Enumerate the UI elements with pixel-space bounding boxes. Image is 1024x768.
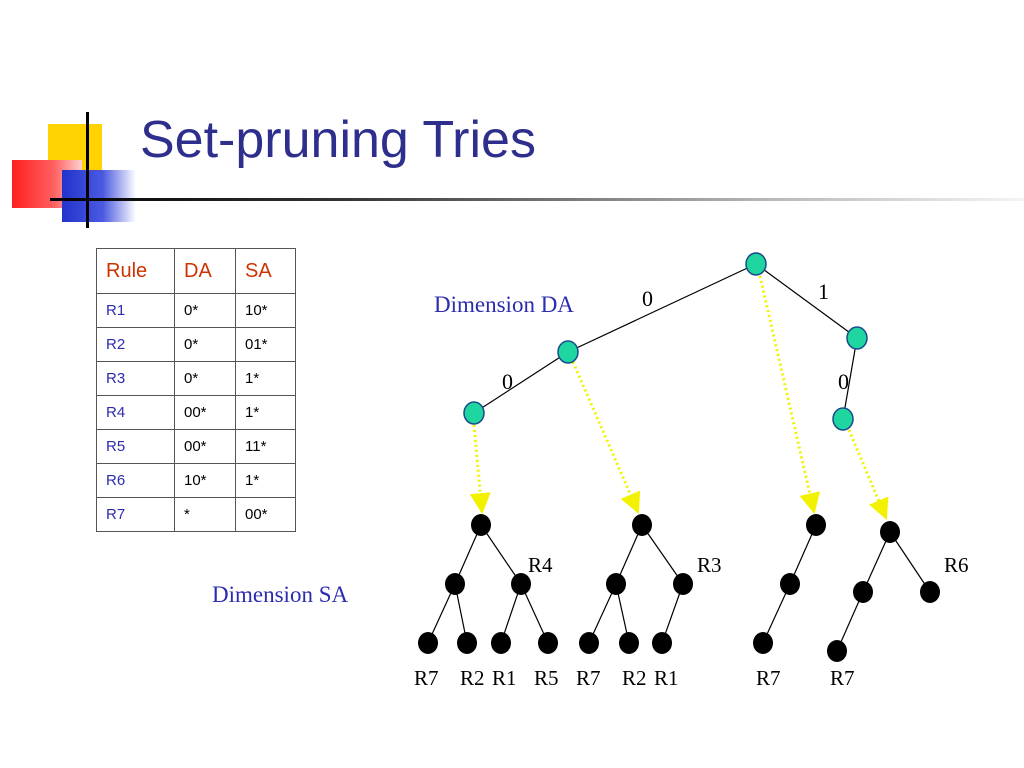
sa-node <box>920 581 940 603</box>
sa-node <box>652 632 672 654</box>
da-cell: * <box>174 497 236 532</box>
table-row: R1 0* 10* <box>96 293 296 328</box>
sa-cell: 1* <box>235 463 296 498</box>
sa-node <box>880 521 900 543</box>
header-da: DA <box>174 248 236 294</box>
pointer-arrow <box>847 429 889 520</box>
rule-label: R6 <box>944 553 969 577</box>
rule-table: Rule DA SA R1 0* 10* R2 0* 01* R3 0* 1* … <box>96 248 296 532</box>
rule-cell: R7 <box>96 497 175 532</box>
rule-label: R2 <box>622 666 647 690</box>
da-node <box>832 407 854 431</box>
table-row: R3 0* 1* <box>96 361 296 396</box>
da-trie-edges <box>473 263 858 420</box>
rule-cell: R3 <box>96 361 175 396</box>
table-row: R4 00* 1* <box>96 395 296 430</box>
sa-node <box>806 514 826 536</box>
rule-label: R7 <box>414 666 439 690</box>
sa-node <box>491 632 511 654</box>
edge-label: 0 <box>502 369 513 394</box>
sa-edge <box>889 531 931 593</box>
rule-label: R3 <box>697 553 722 577</box>
rule-cell: R6 <box>96 463 175 498</box>
sa-node <box>780 573 800 595</box>
rule-label: R4 <box>528 553 553 577</box>
da-edge-root-right <box>755 263 858 339</box>
sa-edge <box>762 583 791 644</box>
da-cell: 0* <box>174 293 236 328</box>
rule-labels: R4 R3 R6 R7 R2 R1 R5 R7 R2 R1 R7 R7 <box>414 553 969 690</box>
rule-label: R2 <box>460 666 485 690</box>
da-edge-left-child <box>473 351 569 414</box>
rule-label: R5 <box>534 666 559 690</box>
header-sa: SA <box>235 248 296 294</box>
corner-vertical-rule <box>86 112 89 228</box>
dimension-sa-label: Dimension SA <box>212 582 348 607</box>
rule-label: R7 <box>756 666 781 690</box>
sa-node <box>619 632 639 654</box>
rule-label: R7 <box>576 666 601 690</box>
table-row: R2 0* 01* <box>96 327 296 362</box>
sa-edge <box>427 583 456 644</box>
sa-node <box>827 640 847 662</box>
sa-node <box>673 573 693 595</box>
sa-node <box>632 514 652 536</box>
pointer-arrow <box>469 424 491 515</box>
da-edge-right-child <box>842 337 858 420</box>
edge-label: 0 <box>838 369 849 394</box>
sa-node <box>753 632 773 654</box>
sa-node <box>445 573 465 595</box>
dimension-da-label: Dimension DA <box>434 292 574 317</box>
sa-node <box>511 573 531 595</box>
title-underline <box>50 198 1024 201</box>
sa-node <box>606 573 626 595</box>
sa-cell: 10* <box>235 293 296 328</box>
da-node <box>846 326 868 350</box>
da-root-node <box>745 252 767 276</box>
rule-cell: R1 <box>96 293 175 328</box>
da-cell: 0* <box>174 361 236 396</box>
rule-cell: R4 <box>96 395 175 430</box>
sa-node <box>538 632 558 654</box>
sa-cell: 11* <box>235 429 296 464</box>
slide-title: Set-pruning Tries <box>140 111 536 169</box>
sa-node <box>418 632 438 654</box>
pointer-arrow <box>571 361 641 514</box>
table-row: R5 00* 11* <box>96 429 296 464</box>
sa-node <box>579 632 599 654</box>
da-cell: 0* <box>174 327 236 362</box>
sa-node <box>457 632 477 654</box>
edge-label: 1 <box>818 279 829 304</box>
table-row: R6 10* 1* <box>96 463 296 498</box>
sa-cell: 01* <box>235 327 296 362</box>
da-trie-nodes <box>463 252 868 431</box>
rule-label: R1 <box>492 666 517 690</box>
rule-label: R7 <box>830 666 855 690</box>
da-to-sa-pointers <box>469 275 889 520</box>
corner-blue-square <box>62 170 136 222</box>
sa-edge <box>588 583 617 644</box>
pointer-arrow <box>758 275 821 515</box>
sa-edge <box>862 531 891 593</box>
sa-node <box>853 581 873 603</box>
sa-node <box>471 514 491 536</box>
da-cell: 00* <box>174 395 236 430</box>
da-cell: 10* <box>174 463 236 498</box>
da-edge-root-left <box>567 263 757 353</box>
edge-labels: 0 1 0 0 <box>502 279 849 394</box>
sa-edge <box>641 524 684 585</box>
sa-cell: 1* <box>235 361 296 396</box>
sa-trie-nodes <box>418 514 940 662</box>
rule-label: R1 <box>654 666 679 690</box>
sa-edge <box>520 583 549 644</box>
da-node <box>463 401 485 425</box>
table-row: R7 * 00* <box>96 497 296 532</box>
sa-cell: 00* <box>235 497 296 532</box>
da-node <box>557 340 579 364</box>
edge-label: 0 <box>642 286 653 311</box>
sa-edge <box>480 524 522 585</box>
